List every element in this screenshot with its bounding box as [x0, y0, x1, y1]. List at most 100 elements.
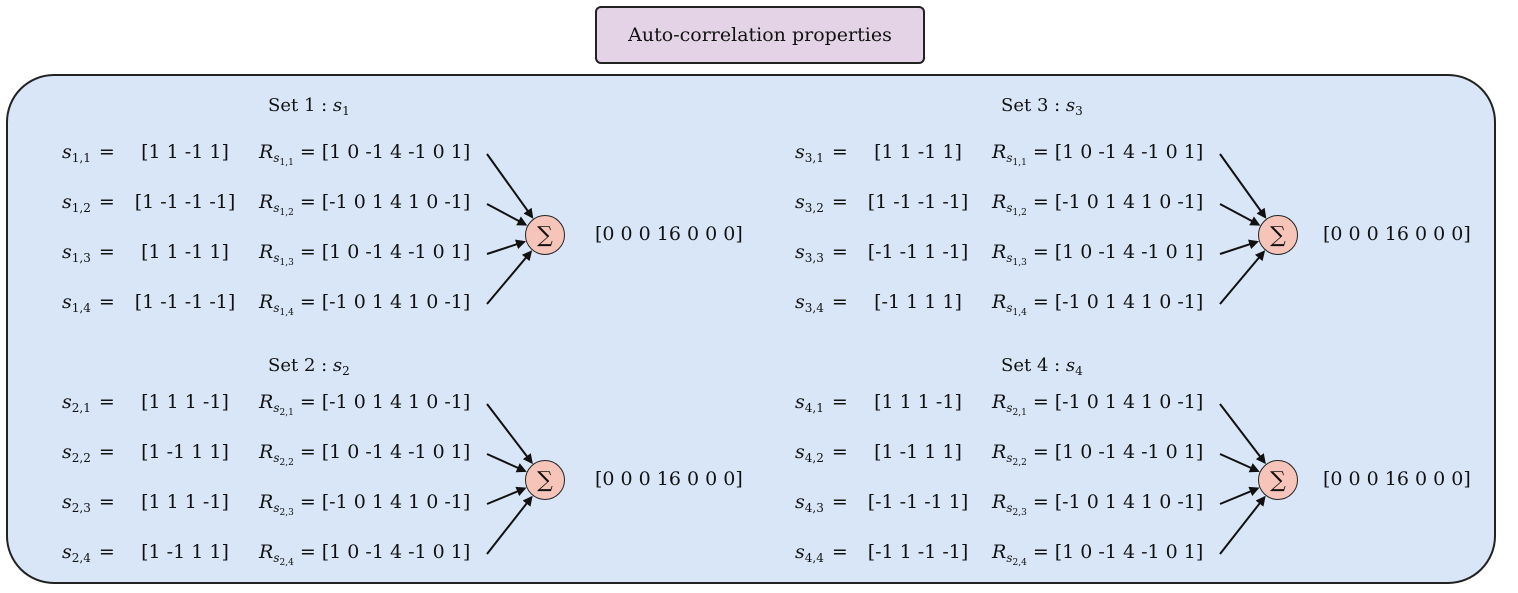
autocorr-subscript: s1,1	[1006, 151, 1027, 168]
autocorr-var: R	[259, 191, 274, 213]
autocorr-subscript: s2,2	[273, 451, 294, 468]
autocorr-sub-index: 1,4	[1012, 308, 1027, 318]
sequence-vector: [-1 -1 -1 1]	[868, 493, 969, 512]
autocorr-sub-index: 1,2	[279, 208, 294, 218]
sequence-var: s	[62, 291, 72, 313]
sequence-vector: [1 -1 1 1]	[141, 543, 229, 562]
autocorrelation: Rs2,2=[1 0 -1 4 -1 0 1]	[992, 441, 1204, 468]
sequence-vector: [1 1 -1 1]	[141, 243, 229, 262]
autocorr-var: R	[259, 291, 274, 313]
autocorr-sub-var: s	[1006, 501, 1013, 515]
equals-sign: =	[98, 291, 115, 313]
autocorr-values: [1 0 -1 4 -1 0 1]	[321, 141, 471, 163]
sequence-values: [1 -1 -1 -1]	[867, 191, 969, 213]
autocorr-values: [1 0 -1 4 -1 0 1]	[321, 441, 471, 463]
autocorr-sub-var: s	[1006, 301, 1013, 315]
autocorrelation: Rs2,2=[1 0 -1 4 -1 0 1]	[259, 441, 471, 468]
sequence-label: s2,3=	[62, 491, 115, 515]
autocorrelation: Rs1,2=[-1 0 1 4 1 0 -1]	[992, 191, 1204, 218]
autocorr-values: [-1 0 1 4 1 0 -1]	[1054, 491, 1204, 513]
autocorr-sub-var: s	[273, 301, 280, 315]
sequence-var: s	[62, 541, 72, 563]
sequence-label: s3,1=	[795, 143, 848, 165]
autocorr-values: [-1 0 1 4 1 0 -1]	[1054, 391, 1204, 413]
autocorr-sub-index: 2,2	[279, 458, 294, 468]
equals-sign: =	[1032, 391, 1049, 413]
equals-sign: =	[1032, 291, 1049, 313]
autocorr-sub-index: 2,3	[1012, 508, 1027, 518]
sequence-values: [-1 1 -1 -1]	[867, 541, 969, 563]
autocorr-sub-var: s	[1006, 401, 1013, 415]
sequence-values: [1 1 -1 1]	[141, 241, 229, 263]
autocorrelation: Rs2,4=[1 0 -1 4 -1 0 1]	[259, 541, 471, 568]
equals-sign: =	[831, 491, 848, 513]
autocorr-var: R	[992, 241, 1007, 263]
autocorr-values: [-1 0 1 4 1 0 -1]	[1054, 191, 1204, 213]
autocorr-sub-var: s	[1006, 201, 1013, 215]
sequence-label: s4,1=	[795, 393, 848, 415]
title-box: Auto-correlation properties	[595, 6, 925, 64]
equals-sign: =	[831, 541, 848, 563]
equals-sign: =	[299, 191, 316, 213]
sequence-var: s	[795, 491, 805, 513]
autocorr-sub-index: 1,3	[279, 258, 294, 268]
sequence-vector: [1 1 -1 1]	[141, 143, 229, 162]
autocorr-sub-var: s	[1006, 551, 1013, 565]
set-title-prefix: Set 4 :	[1001, 355, 1066, 376]
autocorr-values: [1 0 -1 4 -1 0 1]	[1054, 441, 1204, 463]
sequence-var: s	[62, 391, 72, 413]
equals-sign: =	[299, 241, 316, 263]
sequence-values: [1 1 1 -1]	[874, 391, 962, 413]
autocorr-var: R	[259, 391, 274, 413]
sequence-var: s	[62, 141, 72, 163]
autocorr-sub-var: s	[273, 251, 280, 265]
autocorr-values: [-1 0 1 4 1 0 -1]	[321, 191, 471, 213]
sequence-vector: [1 1 1 -1]	[141, 493, 229, 512]
equals-sign: =	[1032, 491, 1049, 513]
autocorr-subscript: s1,1	[273, 151, 294, 168]
autocorr-sub-var: s	[1006, 451, 1013, 465]
sequence-index: 4,1	[804, 401, 824, 415]
set-title-subscript: 3	[1075, 104, 1083, 118]
equals-sign: =	[831, 291, 848, 313]
autocorr-sub-var: s	[273, 501, 280, 515]
sequence-var: s	[62, 491, 72, 513]
sequence-values: [1 -1 1 1]	[141, 441, 229, 463]
sequence-index: 3,3	[804, 251, 824, 265]
sequence-values: [1 -1 1 1]	[141, 541, 229, 563]
autocorr-sub-index: 2,4	[1012, 558, 1027, 568]
autocorrelation: Rs1,1=[1 0 -1 4 -1 0 1]	[992, 141, 1203, 168]
equals-sign: =	[1032, 141, 1049, 163]
sequence-label: s1,4=	[62, 291, 115, 315]
sum-node: ∑	[1258, 460, 1298, 500]
sum-result-values: [0 0 0 16 0 0 0]	[1323, 468, 1471, 490]
sequence-values: [-1 -1 -1 1]	[867, 491, 969, 513]
equals-sign: =	[299, 441, 316, 463]
autocorr-values: [-1 0 1 4 1 0 -1]	[1054, 291, 1204, 313]
sum-result: [0 0 0 16 0 0 0]	[1323, 468, 1471, 490]
autocorr-sub-index: 2,4	[279, 558, 294, 568]
equals-sign: =	[299, 141, 316, 163]
sequence-index: 1,2	[71, 201, 91, 215]
sequence-values: [1 -1 1 1]	[874, 441, 962, 463]
autocorr-sub-var: s	[273, 401, 280, 415]
sequence-vector: [1 -1 -1 -1]	[135, 293, 236, 312]
autocorr-var: R	[992, 491, 1007, 513]
autocorr-values: [1 0 -1 4 -1 0 1]	[321, 541, 471, 563]
autocorr-subscript: s2,3	[1006, 501, 1027, 518]
equals-sign: =	[299, 541, 316, 563]
sequence-index: 3,4	[804, 301, 824, 315]
set-title: Set 3 : s3	[1001, 95, 1083, 118]
sequence-vector: [1 1 1 -1]	[874, 393, 962, 412]
sequence-values: [1 1 -1 1]	[141, 141, 229, 163]
sequence-index: 4,4	[804, 551, 824, 565]
sequence-values: [1 -1 -1 -1]	[134, 291, 236, 313]
sets-panel	[6, 74, 1496, 584]
equals-sign: =	[1032, 191, 1049, 213]
equals-sign: =	[831, 441, 848, 463]
autocorr-subscript: s2,1	[1006, 401, 1027, 418]
sum-node: ∑	[525, 215, 565, 255]
autocorr-sub-index: 1,1	[1012, 158, 1027, 168]
autocorr-sub-index: 2,3	[279, 508, 294, 518]
